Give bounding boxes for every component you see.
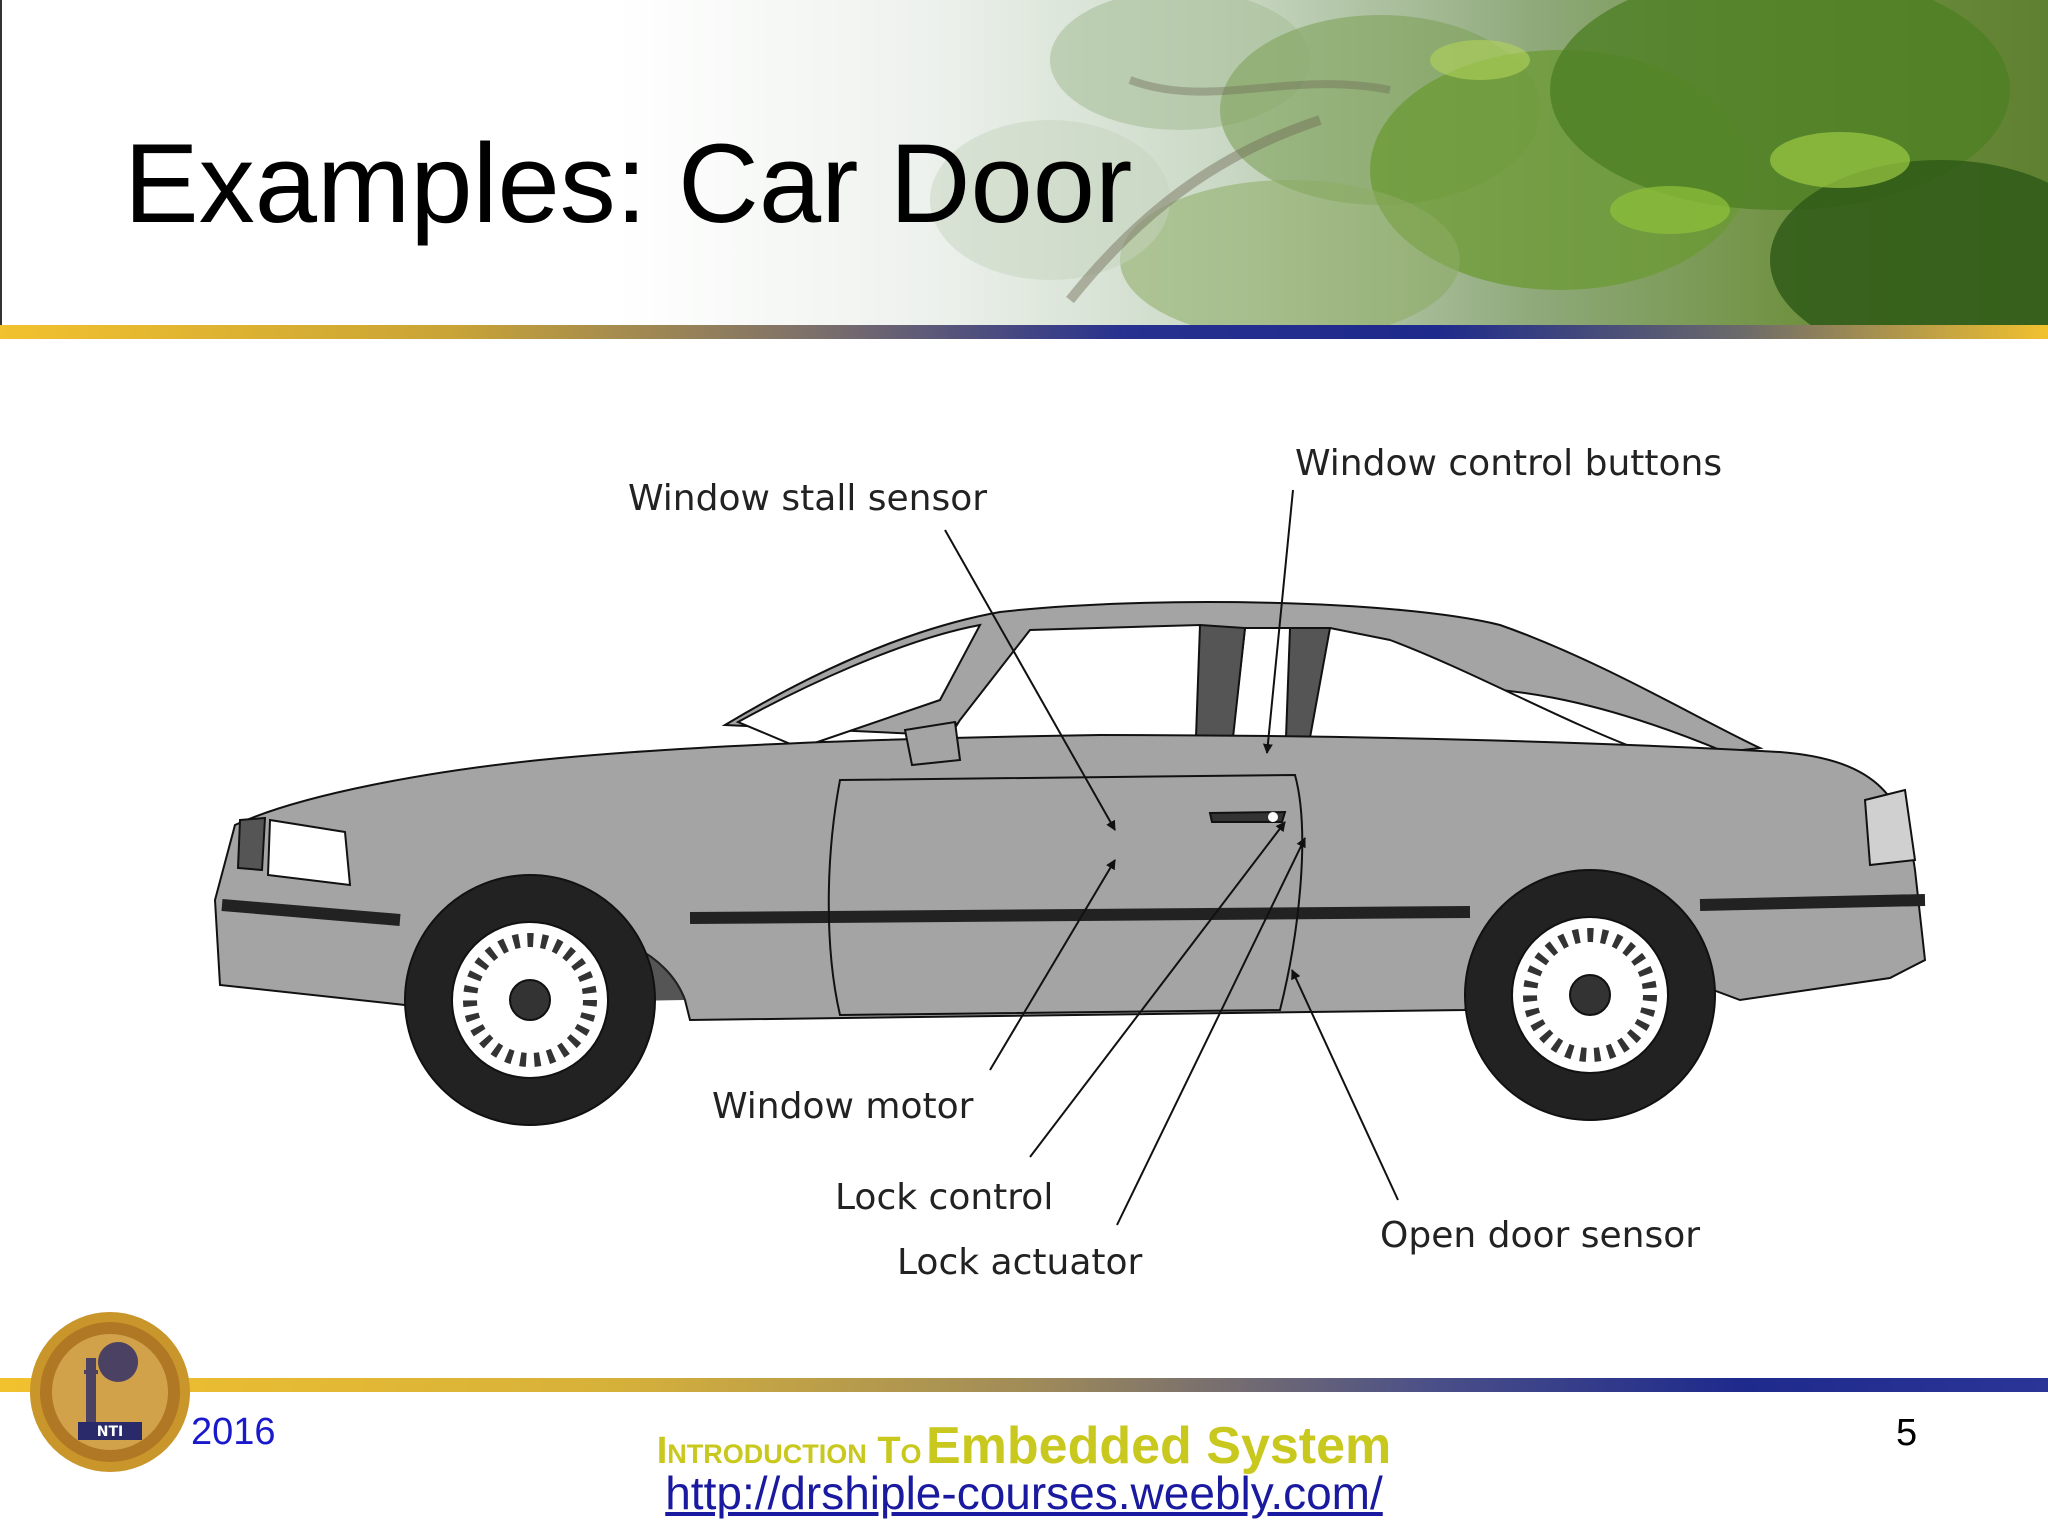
callout-lines — [944, 489, 1399, 1226]
page-number: 5 — [1896, 1412, 1918, 1454]
slide-title: Examples: Car Door — [124, 121, 1133, 246]
label-lock-actuator: Lock actuator — [897, 1242, 1143, 1283]
footer-url-link[interactable]: http://drshiple-courses.weebly.com/ — [665, 1467, 1383, 1519]
car-door-diagram: Window stall sensor Window control butto… — [213, 443, 1927, 1283]
nti-logo: NTI — [30, 1312, 190, 1472]
slide-header: Examples: Car Door — [0, 0, 2048, 325]
leader-window-motor — [989, 859, 1116, 1071]
year: 2016 — [191, 1411, 276, 1453]
leader-window-stall-sensor — [944, 529, 1116, 831]
header-divider-bar — [0, 325, 2048, 339]
car-illustration — [213, 601, 1927, 1126]
label-window-stall-sensor: Window stall sensor — [628, 478, 987, 519]
leader-window-control-buttons — [1262, 489, 1294, 754]
foliage-background-image — [930, 0, 2048, 325]
logo-text: NTI — [97, 1424, 123, 1440]
label-lock-control: Lock control — [835, 1177, 1053, 1218]
footer-title: Introduction To Embedded System — [0, 1416, 2048, 1476]
leader-open-door-sensor — [1291, 969, 1399, 1201]
label-open-door-sensor: Open door sensor — [1380, 1215, 1700, 1256]
footer-divider-bar — [0, 1378, 2048, 1392]
leader-lock-actuator — [1116, 837, 1306, 1226]
header-left-rule — [0, 0, 2, 325]
label-window-control-buttons: Window control buttons — [1295, 443, 1722, 484]
footer-title-main: Embedded System — [926, 1417, 1392, 1475]
footer-title-prefix: Introduction To — [656, 1430, 922, 1472]
label-window-motor: Window motor — [712, 1086, 974, 1127]
leader-lock-control — [1029, 821, 1286, 1158]
